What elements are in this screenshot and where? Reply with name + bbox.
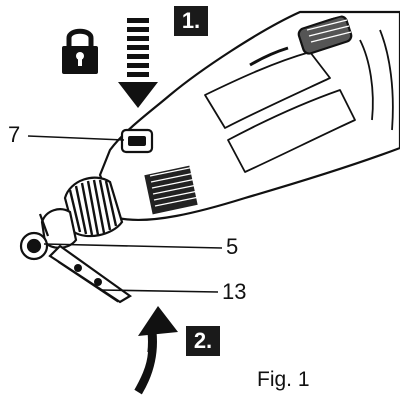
spanner: [48, 244, 133, 304]
callout-13: 13: [222, 279, 247, 304]
vent-grille: [144, 165, 200, 215]
lock-icon: [62, 28, 98, 74]
callout-5: 5: [226, 234, 239, 259]
curved-rotate-arrow-icon: [131, 306, 178, 395]
tool-body: [98, 10, 400, 222]
step-2-badge: 2.: [186, 326, 220, 356]
collet-nut: [19, 208, 78, 261]
lock-button: [120, 128, 154, 154]
figure-caption: Fig. 1: [257, 368, 310, 391]
collar: [63, 176, 124, 238]
callout-leaders: [27, 135, 223, 293]
step-1-badge: 1.: [174, 6, 208, 36]
push-down-arrow-icon: [118, 18, 158, 108]
step-1-label: 1.: [181, 8, 201, 33]
callout-7: 7: [8, 122, 21, 147]
step-2-label: 2.: [193, 328, 213, 353]
